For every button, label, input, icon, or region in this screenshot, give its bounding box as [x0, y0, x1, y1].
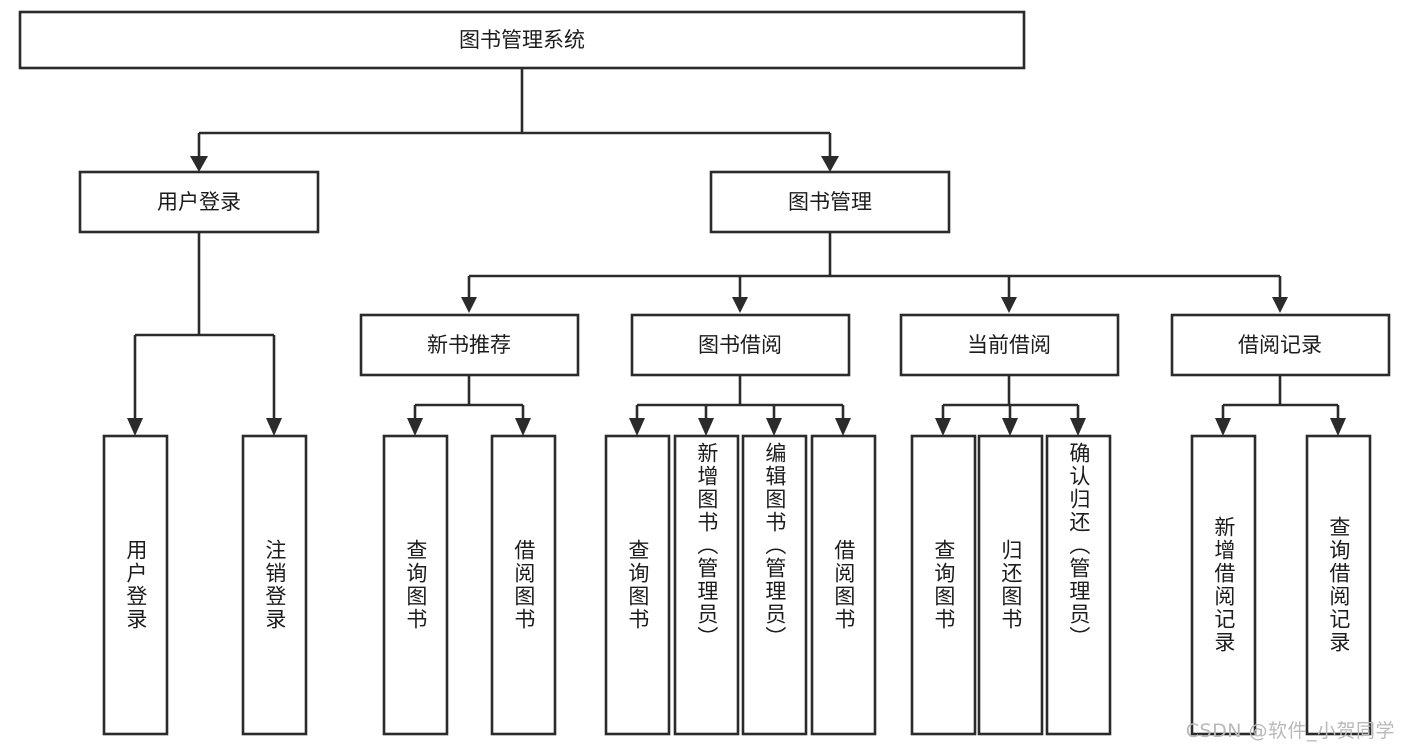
arrowhead-book-management [821, 156, 839, 172]
node-label-user-login: 用户登录 [157, 190, 241, 214]
node-book-management-system[interactable]: 图书管理系统 [18, 10, 1026, 70]
node-box-leaf-add-book-admin[interactable] [673, 434, 740, 736]
arrowhead-leaf-confirm-return-admin [1070, 418, 1086, 436]
node-box-leaf-add-borrow-record[interactable] [1190, 434, 1257, 736]
node-box-user-login[interactable] [78, 170, 320, 234]
arrowhead-leaf-borrow-book-1 [515, 418, 531, 436]
node-box-leaf-query-borrow-record[interactable] [1305, 434, 1372, 736]
node-box-book-borrow[interactable] [630, 313, 851, 377]
node-label-book-borrow: 图书借阅 [698, 333, 782, 357]
arrowhead-new-book-recommend [461, 297, 477, 313]
arrowhead-leaf-query-borrow-record [1330, 418, 1346, 436]
node-box-leaf-borrow-book-2[interactable] [810, 434, 877, 736]
node-box-leaf-query-book-2[interactable] [604, 434, 671, 736]
node-new-book-recommend[interactable]: 新书推荐 [359, 313, 580, 377]
node-book-management[interactable]: 图书管理 [709, 170, 951, 234]
node-box-leaf-edit-book-admin[interactable] [741, 434, 808, 736]
node-current-borrow[interactable]: 当前借阅 [899, 313, 1120, 377]
arrowhead-current-borrow [1001, 297, 1017, 313]
node-box-leaf-return-book[interactable] [977, 434, 1044, 736]
watermark-text: CSDN @软件_小贺同学 [1185, 720, 1395, 742]
node-box-leaf-logout-login[interactable] [241, 434, 308, 736]
connectors-layer [127, 68, 1346, 436]
node-borrow-record[interactable]: 借阅记录 [1170, 313, 1391, 377]
arrowhead-leaf-query-book-1 [407, 418, 423, 436]
node-box-leaf-user-login[interactable] [102, 434, 169, 736]
node-box-new-book-recommend[interactable] [359, 313, 580, 377]
arrowhead-leaf-add-borrow-record [1215, 418, 1231, 436]
node-label-borrow-record: 借阅记录 [1238, 333, 1322, 357]
arrowhead-borrow-record [1272, 297, 1288, 313]
node-box-borrow-record[interactable] [1170, 313, 1391, 377]
node-book-borrow[interactable]: 图书借阅 [630, 313, 851, 377]
node-box-leaf-borrow-book-1[interactable] [490, 434, 557, 736]
arrowhead-leaf-query-book-3 [935, 418, 951, 436]
arrowhead-leaf-borrow-book-2 [835, 418, 851, 436]
arrowhead-user-login [190, 156, 208, 172]
node-box-leaf-confirm-return-admin[interactable] [1045, 434, 1112, 736]
arrowhead-leaf-logout-login [266, 418, 282, 436]
nodes-layer: 图书管理系统 用户登录 图书管理 新书推荐 图书借阅 [18, 10, 1391, 736]
node-label-book-management: 图书管理 [788, 190, 872, 214]
arrowhead-leaf-user-login [127, 418, 143, 436]
arrowhead-leaf-query-book-2 [629, 418, 645, 436]
node-box-book-management[interactable] [709, 170, 951, 234]
node-label-current-borrow: 当前借阅 [967, 333, 1051, 357]
arrowhead-leaf-add-book-admin [698, 418, 714, 436]
node-box-leaf-query-book-3[interactable] [910, 434, 977, 736]
arrowhead-leaf-return-book [1002, 418, 1018, 436]
node-box-leaf-query-book-1[interactable] [382, 434, 449, 736]
arrowhead-book-borrow [732, 297, 748, 313]
node-box-current-borrow[interactable] [899, 313, 1120, 377]
node-label-root: 图书管理系统 [459, 28, 585, 52]
node-label-new-book-recommend: 新书推荐 [427, 333, 511, 357]
arrowhead-leaf-edit-book-admin [766, 418, 782, 436]
node-user-login[interactable]: 用户登录 [78, 170, 320, 234]
node-box-root[interactable] [18, 10, 1026, 70]
